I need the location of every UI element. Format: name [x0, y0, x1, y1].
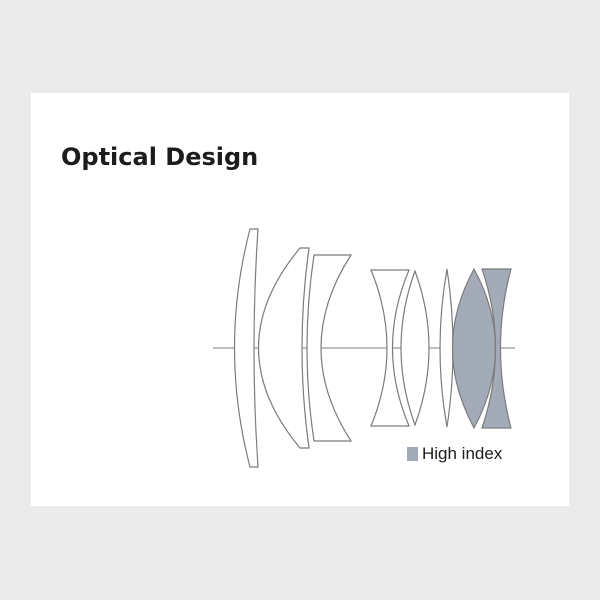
legend: High index	[407, 444, 502, 464]
legend-label: High index	[422, 444, 503, 463]
lens-element-4	[370, 269, 410, 427]
page-title: Optical Design	[61, 143, 259, 171]
lens-element-6	[439, 268, 454, 428]
lens-element-3	[306, 254, 353, 442]
lens-element-2	[257, 247, 310, 449]
high-index-swatch	[407, 447, 418, 461]
lens-element-8	[481, 268, 512, 429]
lens-element-7	[451, 267, 497, 430]
diagram-card: Optical Design High index	[31, 93, 569, 506]
lens-diagram	[213, 228, 515, 468]
lens-element-5	[400, 269, 430, 427]
lens-element-1	[233, 228, 259, 468]
